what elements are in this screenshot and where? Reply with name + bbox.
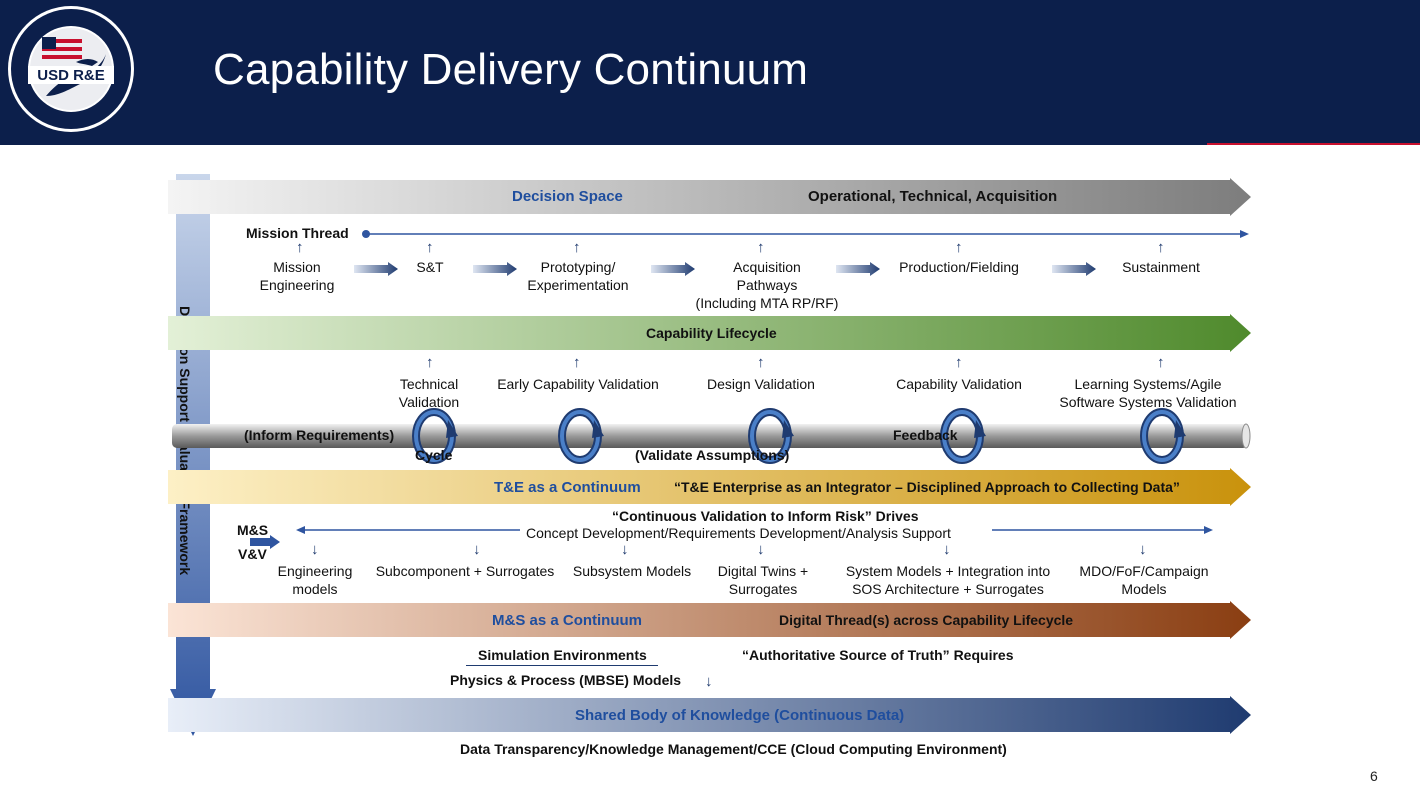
te-continuum-band	[168, 466, 1252, 508]
up-arrow-icon: ↑	[573, 239, 581, 256]
stage-st: S&T	[416, 259, 444, 275]
loop-ring-icon	[558, 408, 604, 464]
header-rule	[0, 143, 1420, 145]
te-continuum-label: T&E as a Continuum	[494, 479, 641, 496]
down-arrow-icon: ↓	[757, 541, 765, 558]
model-digital-twins: Digital Twins + Surrogates	[717, 563, 809, 597]
validation-design: Design Validation	[707, 376, 815, 392]
down-arrow-icon: ↓	[705, 673, 713, 690]
usdre-seal: USD R&E	[6, 4, 136, 134]
continuous-validation-line1: “Continuous Validation to Inform Risk” D…	[612, 508, 919, 524]
seal-center-text: USD R&E	[37, 67, 105, 84]
page-number: 6	[1370, 768, 1378, 784]
continuous-validation-arrow	[296, 523, 1214, 535]
simulation-environments: Simulation Environments	[478, 647, 647, 663]
pipe-cycle: Cycle	[415, 447, 453, 463]
pipe-feedback: Feedback	[893, 427, 958, 443]
decision-space-band	[168, 176, 1252, 218]
up-arrow-icon: ↑	[757, 239, 765, 256]
ms-vv-arrow-icon	[250, 535, 280, 549]
mission-thread-line	[360, 227, 1250, 241]
model-system: System Models + Integration into SOS Arc…	[845, 563, 1051, 597]
validation-technical: Technical Validation	[398, 376, 460, 410]
up-arrow-icon: ↑	[573, 354, 581, 371]
model-engineering: Engineering models	[277, 563, 353, 597]
up-arrow-icon: ↑	[757, 354, 765, 371]
stage-sustainment: Sustainment	[1122, 259, 1200, 275]
validation-learning-systems: Learning Systems/Agile Software Systems …	[1059, 376, 1237, 410]
footer-note: Data Transparency/Knowledge Management/C…	[460, 741, 1007, 757]
model-subsystem: Subsystem Models	[572, 563, 692, 579]
down-arrow-icon: ↓	[621, 541, 629, 558]
flow-arrow-icon	[651, 262, 695, 276]
up-arrow-icon: ↑	[955, 354, 963, 371]
up-arrow-icon: ↑	[296, 239, 304, 256]
mission-thread-label: Mission Thread	[246, 225, 349, 241]
flow-arrow-icon	[473, 262, 517, 276]
stage-acquisition-sub: (Including MTA RP/RF)	[695, 295, 839, 311]
model-mdo: MDO/FoF/Campaign Models	[1079, 563, 1209, 597]
up-arrow-icon: ↑	[955, 239, 963, 256]
capability-lifecycle-label: Capability Lifecycle	[646, 325, 777, 341]
physics-process-models: Physics & Process (MBSE) Models	[450, 672, 682, 688]
loop-ring-icon	[940, 408, 986, 464]
down-arrow-icon: ↓	[311, 541, 319, 558]
loop-ring-icon	[748, 408, 794, 464]
loop-ring-icon	[412, 408, 458, 464]
validation-early-capability: Early Capability Validation	[497, 376, 659, 392]
up-arrow-icon: ↑	[426, 239, 434, 256]
header-bar	[0, 0, 1420, 143]
vv-label: V&V	[238, 546, 267, 562]
ms-label: M&S	[237, 522, 269, 538]
down-arrow-icon: ↓	[1139, 541, 1147, 558]
framework-arrow	[170, 174, 216, 738]
up-arrow-icon: ↑	[426, 354, 434, 371]
decision-space-label: Decision Space	[512, 188, 623, 205]
down-arrow-icon: ↓	[473, 541, 481, 558]
stage-production: Production/Fielding	[899, 259, 1019, 275]
decision-space-right: Operational, Technical, Acquisition	[808, 188, 1058, 205]
continuous-validation-line2: Concept Development/Requirements Develop…	[526, 525, 951, 541]
stage-prototyping: Prototyping/ Experimentation	[527, 259, 629, 293]
page-title: Capability Delivery Continuum	[213, 45, 809, 94]
stage-acquisition: Acquisition Pathways	[733, 259, 801, 293]
flow-arrow-icon	[1052, 262, 1096, 276]
validation-capability: Capability Validation	[896, 376, 1022, 392]
pipe-validate-assumptions: (Validate Assumptions)	[635, 447, 790, 463]
capability-lifecycle-band	[168, 312, 1252, 354]
ms-continuum-right: Digital Thread(s) across Capability Life…	[779, 612, 1074, 628]
flow-arrow-icon	[354, 262, 398, 276]
authoritative-source: “Authoritative Source of Truth” Requires	[742, 647, 1014, 663]
pipe-inform-requirements: (Inform Requirements)	[244, 427, 395, 443]
te-continuum-right: “T&E Enterprise as an Integrator – Disci…	[674, 479, 1180, 495]
simulation-underline	[466, 665, 658, 666]
up-arrow-icon: ↑	[1157, 354, 1165, 371]
flow-arrow-icon	[836, 262, 880, 276]
stage-mission-engineering: Mission Engineering	[259, 259, 335, 293]
shared-body-band	[168, 694, 1252, 736]
down-arrow-icon: ↓	[943, 541, 951, 558]
model-subcomponent: Subcomponent + Surrogates	[375, 563, 555, 579]
loop-ring-icon	[1140, 408, 1186, 464]
shared-body-label: Shared Body of Knowledge (Continuous Dat…	[575, 707, 905, 724]
up-arrow-icon: ↑	[1157, 239, 1165, 256]
ms-continuum-label: M&S as a Continuum	[492, 612, 643, 629]
ms-continuum-band	[168, 599, 1252, 641]
